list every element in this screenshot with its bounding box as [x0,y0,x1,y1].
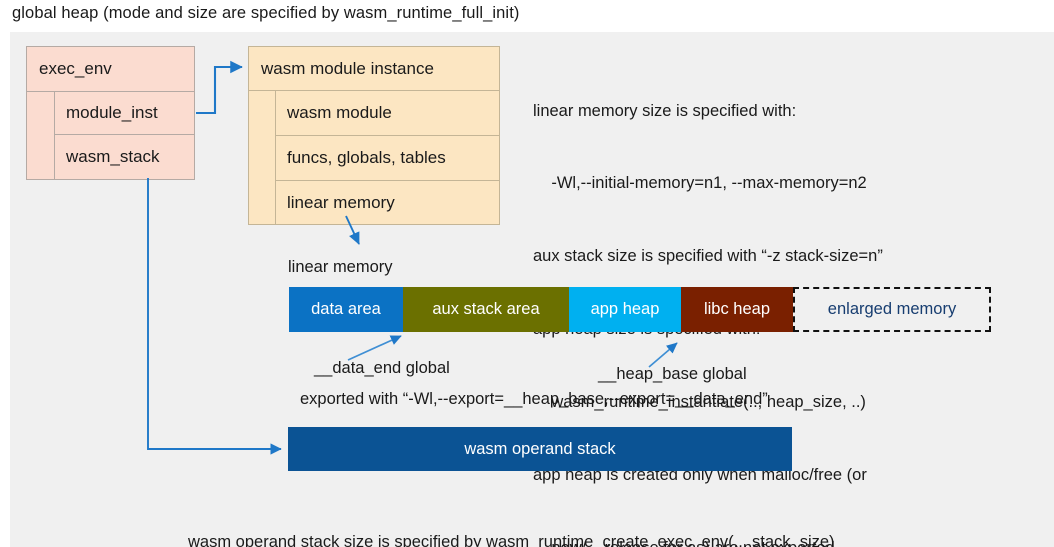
memory-segment-libc-heap: libc heap [681,287,793,332]
heap-base-annotation: __heap_base global [598,365,747,383]
exec-env-row-wasm-stack: wasm_stack [54,135,194,179]
wasm-operand-stack-box: wasm operand stack [288,427,792,471]
note-line: aux stack size is specified with “-z sta… [533,247,883,266]
module-instance-row-wasm-module: wasm module [275,91,499,136]
note-line: wasm_runtime_instantiate(.., heap_size, … [533,393,866,412]
linear-memory-caption: linear memory [288,258,393,276]
module-instance-header: wasm module instance [249,47,499,91]
data-end-annotation: __data_end global [314,359,450,377]
exec-env-indent-divider [54,92,55,179]
wasm-module-instance-box: wasm module instance wasm module funcs, … [248,46,500,225]
exec-env-box: exec_env module_inst wasm_stack [26,46,195,180]
note-line: __new/__release for as) are not exported [533,536,1043,547]
memory-segment-data-area: data area [289,287,403,332]
wasm-operand-stack-label: wasm operand stack [464,439,616,458]
page-title: global heap (mode and size are specified… [12,4,520,22]
memory-segment-app-heap: app heap [569,287,681,332]
wasm-module-label: wasm module [287,103,392,122]
memory-segment-aux-stack-area: aux stack area [403,287,569,332]
operand-stack-note: wasm operand stack size is specified by … [188,481,835,547]
wasm-stack-label: wasm_stack [66,147,160,166]
memory-segment-label: app heap [590,300,660,318]
memory-segment-label: data area [311,300,381,318]
memory-segment-label: enlarged memory [827,300,957,318]
module-instance-header-label: wasm module instance [261,58,434,78]
linear-memory-bar: data area aux stack area app heap libc h… [289,287,991,332]
module-instance-row-linear-memory: linear memory [275,181,499,224]
module-instance-indent-divider [275,91,276,224]
memory-segment-enlarged-memory: enlarged memory [793,287,991,332]
exec-env-header: exec_env [27,47,194,92]
note-line: linear memory size is specified with: [533,101,797,120]
linear-memory-row-label: linear memory [287,192,395,212]
note-line: -Wl,--initial-memory=n1, --max-memory=n2 [533,174,867,193]
memory-segment-label: libc heap [703,300,771,318]
exported-with-annotation: exported with “-Wl,--export=__heap_base,… [300,390,768,408]
module-inst-label: module_inst [66,103,158,122]
module-instance-row-funcs-globals-tables: funcs, globals, tables [275,136,499,181]
operand-stack-note-line: wasm operand stack size is specified by … [188,532,835,547]
exec-env-row-module-inst: module_inst [54,92,194,135]
memory-segment-label: aux stack area [432,300,540,318]
funcs-globals-tables-label: funcs, globals, tables [287,148,446,167]
exec-env-header-label: exec_env [39,59,112,78]
